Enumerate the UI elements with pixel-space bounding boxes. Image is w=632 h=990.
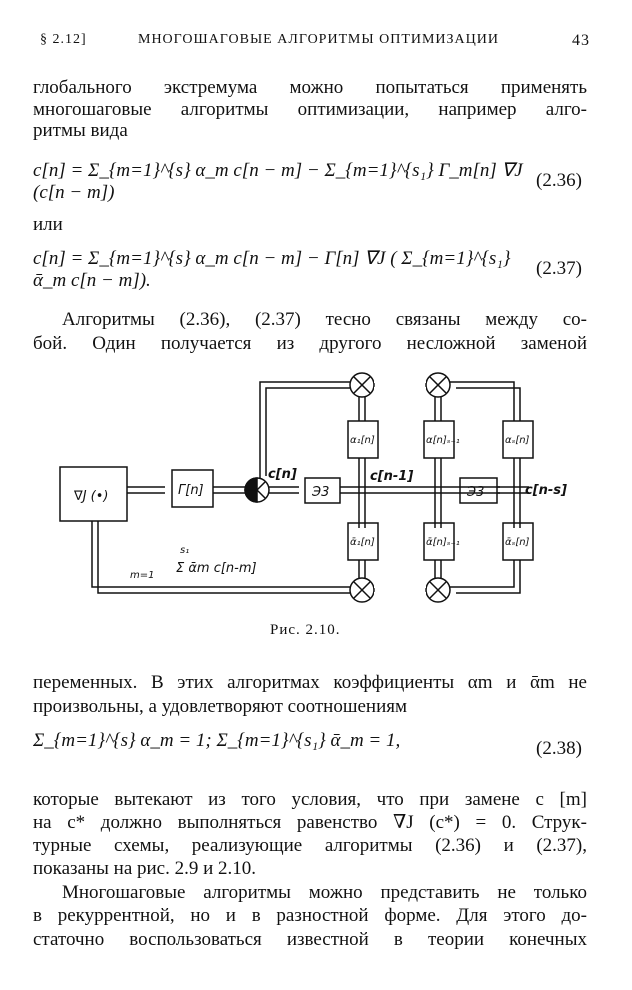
delay-label: Э3: [311, 485, 329, 500]
alpha-label: αₛ[n]: [505, 435, 530, 446]
text-line: произвольны, а удовлетворяют соотношения…: [33, 696, 407, 717]
equation-text: Σ_{m=1}^{s} α_m = 1; Σ_{m=1}^{s₁} ᾱ_m = …: [33, 730, 401, 751]
alpha-bar-label: ᾱ₁[n]: [350, 537, 375, 548]
diagram-labels: ∇J (•) Γ[n] c[n] c[n-1] c[n-s] Э3 Э3 α₁[…: [73, 435, 567, 581]
equation-number: (2.37): [536, 258, 582, 279]
text-line: или: [33, 214, 63, 235]
text-line: глобального экстремума можно попытаться …: [33, 77, 587, 98]
alpha-label: α[n]ₛ₋₁: [426, 435, 460, 446]
figure-caption: Рис. 2.10.: [270, 622, 341, 638]
equation-text: c[n] = Σ_{m=1}^{s} α_m c[n − m] − Γ[n] ∇…: [33, 248, 511, 291]
text-line: в рекуррентной, но и в разностной форме.…: [33, 905, 587, 926]
text-line: ритмы вида: [33, 120, 128, 141]
text-line: бой. Один получается из другого несложно…: [33, 333, 587, 354]
alpha-bar-label: ᾱₛ[n]: [505, 537, 530, 548]
sum-label: Σ ᾱm c[n-m]: [176, 561, 257, 576]
text-line: переменных. В этих алгоритмах коэффициен…: [33, 672, 587, 693]
delay-label: Э3: [466, 485, 484, 500]
gradient-label: ∇J (•): [73, 489, 108, 504]
section-ref: § 2.12]: [40, 32, 87, 47]
gamma-label: Γ[n]: [178, 483, 204, 498]
cns-label: c[n-s]: [525, 483, 567, 498]
delay-block: [459, 477, 498, 504]
equation-number: (2.38): [536, 738, 582, 759]
text-line: многошаговые алгоритмы оптимизации, напр…: [33, 99, 587, 120]
equation-2-38: Σ_{m=1}^{s} α_m = 1; Σ_{m=1}^{s₁} ᾱ_m = …: [33, 730, 523, 752]
summer-sign: [244, 477, 258, 503]
delay-block: [304, 477, 341, 504]
block-diagram: [59, 372, 534, 603]
equation-2-36: c[n] = Σ_{m=1}^{s} α_m c[n − m] − Σ_{m=1…: [33, 160, 523, 204]
equation-2-37: c[n] = Σ_{m=1}^{s} α_m c[n − m] − Γ[n] ∇…: [33, 248, 523, 292]
equation-text: c[n] = Σ_{m=1}^{s} α_m c[n − m] − Σ_{m=1…: [33, 160, 523, 203]
alpha-label: α₁[n]: [350, 435, 375, 446]
running-title: МНОГОШАГОВЫЕ АЛГОРИТМЫ ОПТИМИЗАЦИИ: [138, 32, 499, 47]
multiplier-circles: [349, 372, 451, 603]
page-number: 43: [572, 32, 590, 49]
text-line: Алгоритмы (2.36), (2.37) тесно связаны м…: [62, 309, 587, 330]
text-line: показаны на рис. 2.9 и 2.10.: [33, 858, 257, 879]
sum-upper-limit: s₁: [180, 545, 189, 556]
text-line: статочно воспользоваться известной в тео…: [33, 929, 587, 950]
sum-lower-limit: m=1: [130, 570, 154, 581]
cn1-label: c[n-1]: [370, 469, 413, 484]
gamma-block: [171, 469, 214, 508]
text-line: Многошаговые алгоритмы можно представить…: [62, 882, 587, 903]
text-line: на c* должно выполняться равенство ∇J (c…: [33, 812, 587, 833]
text-line: которые вытекают из того условия, что пр…: [33, 789, 587, 810]
cn-label: c[n]: [268, 467, 297, 482]
alpha-blocks: [347, 420, 534, 561]
equation-number: (2.36): [536, 170, 582, 191]
alpha-bar-label: ᾱ[n]ₛ₋₁: [426, 537, 460, 548]
text-line: турные схемы, реализующие алгоритмы (2.3…: [33, 835, 587, 856]
gradient-block: [59, 466, 128, 522]
